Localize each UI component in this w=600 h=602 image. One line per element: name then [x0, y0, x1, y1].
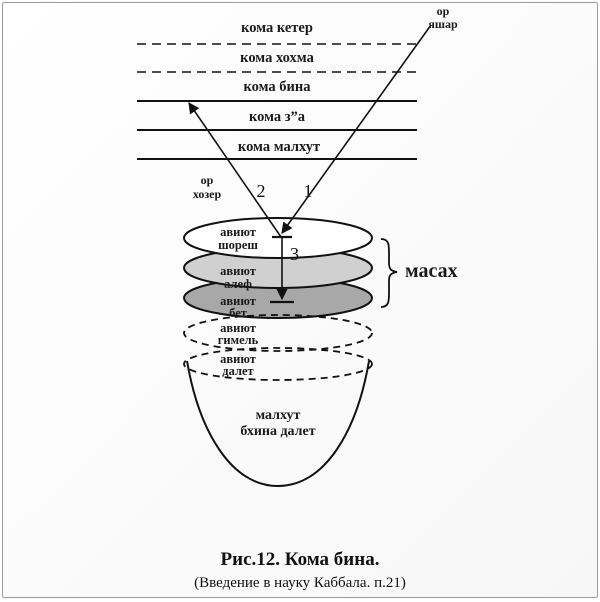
level-label-keter: кома кетер: [241, 20, 313, 36]
number-label-2: 2: [257, 181, 266, 201]
or-hozer-label-line1: ор: [201, 173, 214, 187]
disc-alef-label-line1: авиют: [220, 264, 256, 278]
figure-caption-title: Рис.12. Кома бина.: [220, 549, 380, 570]
level-label-zeir: кома з”а: [249, 109, 306, 125]
disc-dalet-label-line2: далет: [222, 364, 253, 378]
figure-caption-subtitle: (Введение в науку Каббала. п.21): [194, 575, 406, 591]
masach-brace: [380, 238, 398, 308]
bowl-label-line1: малхут: [256, 408, 301, 423]
or-hozer-label-line2: хозер: [193, 187, 222, 201]
disc-dalet-dashed: [183, 347, 373, 381]
number-label-3: 3: [290, 244, 299, 264]
level-label-malchut: кома малхут: [238, 139, 320, 155]
disc-gimel-dashed: [183, 314, 373, 352]
malchut-bowl: [186, 360, 370, 488]
disc-shoresh-label-line2: шореш: [218, 238, 258, 252]
number-label-1: 1: [304, 181, 313, 201]
disc-dalet-label-line1: авиют: [220, 352, 256, 366]
disc-gimel-label-line2: гимель: [218, 333, 259, 347]
masach-label: масах: [405, 260, 458, 282]
disc-bet-label-line2: бет: [229, 306, 247, 320]
disc-bet-label-line1: авиют: [220, 294, 256, 308]
disc-gimel-label-line1: авиют: [220, 321, 256, 335]
or-yashar-label-line2: яшар: [428, 17, 458, 31]
bowl-label-line2: бхина далет: [240, 424, 315, 439]
level-label-hochma: кома хохма: [240, 50, 314, 66]
or-yashar-label-line1: ор: [437, 4, 450, 18]
or-yashar-arrow: [281, 24, 432, 234]
or-hozer-arrow: [188, 102, 282, 238]
disc-alef-label-line2: алеф: [224, 277, 252, 291]
disc-shoresh-label-line1: авиют: [220, 225, 256, 239]
level-label-bina: кома бина: [244, 79, 312, 95]
diagram-canvas: кома кетер кома хохма кома бина кома з”а…: [137, 4, 458, 488]
